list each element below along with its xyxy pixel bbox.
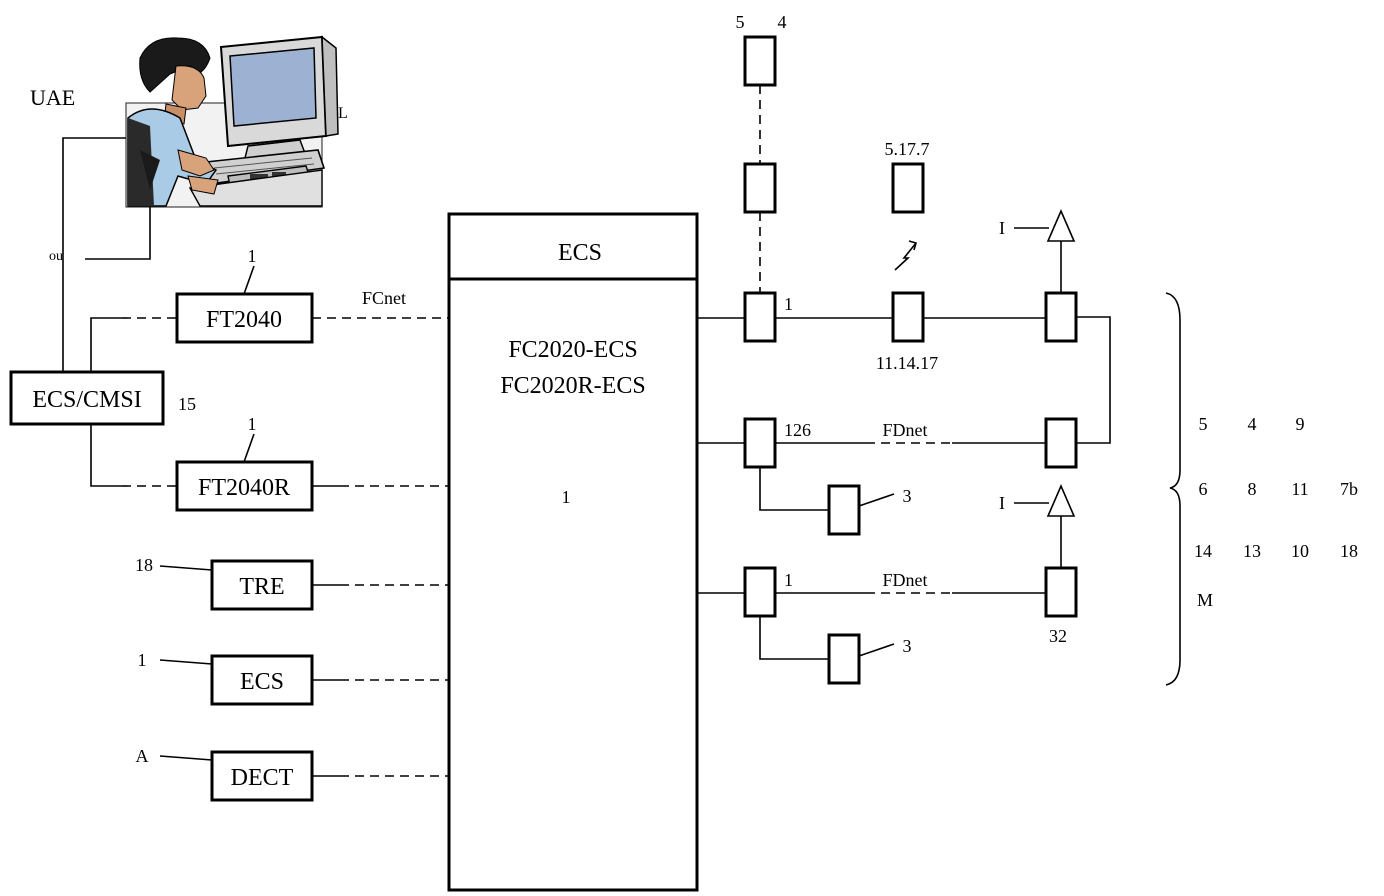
loop1-mid-label: 11.14.17 — [876, 353, 938, 373]
ecs-small-label: ECS — [240, 669, 284, 695]
loop2-aux-leader — [858, 493, 895, 507]
top-number-4: 4 — [778, 12, 787, 32]
right-brace — [1165, 292, 1181, 686]
ft2040-number: 1 — [248, 246, 257, 266]
ecs-cmsi-number: 15 — [178, 394, 196, 414]
fcnet-label: FCnet — [362, 288, 406, 308]
loop3-device-end — [1044, 566, 1078, 618]
dect-number: A — [136, 746, 149, 766]
top-detector — [743, 35, 777, 87]
radio-signal-icon — [894, 240, 917, 271]
top-number-5: 5 — [736, 12, 745, 32]
loop3-number: 1 — [784, 570, 793, 590]
loop3-aux-device — [827, 633, 861, 685]
upper-siren-icon — [1046, 208, 1076, 242]
ecs-central-panel — [447, 212, 699, 892]
ft2040-number-leader — [243, 265, 255, 295]
tre-number: 18 — [135, 555, 153, 575]
operator-workstation-illustration — [125, 35, 339, 208]
tre-label: TRE — [239, 574, 284, 600]
loop3-fdnet-label: FDnet — [883, 570, 928, 590]
upper-siren-label: I — [999, 218, 1005, 238]
ecs-small-box — [210, 654, 314, 706]
ft2040-label: FT2040 — [206, 307, 282, 333]
legend-item: 14 — [1194, 541, 1212, 561]
lower-siren-label: I — [999, 493, 1005, 513]
legend-item: 11 — [1291, 479, 1308, 499]
legend-item: 13 — [1243, 541, 1261, 561]
operator-person-icon — [127, 37, 219, 207]
loop1-device-end — [1044, 291, 1078, 343]
loop3-aux-number: 3 — [903, 636, 912, 656]
loop3-aux-leader — [858, 643, 895, 657]
legend-item: M — [1197, 590, 1213, 610]
ecs-small-number-leader — [159, 659, 213, 665]
ecs-cmsi-label: ECS/CMSI — [32, 387, 141, 413]
legend-item: 8 — [1248, 479, 1257, 499]
fc2020r-ecs-label: FC2020R-ECS — [500, 373, 645, 399]
loop2-branch — [759, 467, 829, 511]
loop2-aux-number: 3 — [903, 486, 912, 506]
legend-item: 18 — [1340, 541, 1358, 561]
tre-number-leader — [159, 565, 213, 571]
ecs-cmsi-box — [9, 370, 165, 426]
cmsi-to-ft2040r-solid — [90, 424, 122, 487]
cmsi-to-ft2040-solid — [90, 317, 122, 372]
loop2-device-end — [1044, 417, 1078, 469]
ft2040r-number: 1 — [248, 414, 257, 434]
tre-box — [210, 559, 314, 611]
loop2-aux-device — [827, 484, 861, 536]
loop1-device-1 — [743, 291, 777, 343]
loop1-number: 1 — [784, 294, 793, 314]
loop3-device-1 — [743, 566, 777, 618]
radio-device-label: 5.17.7 — [885, 139, 930, 159]
ecs-small-number: 1 — [138, 650, 147, 670]
ecs-header-label: ECS — [558, 240, 602, 266]
ft2040-box — [175, 292, 314, 344]
loop2-fdnet-label: FDnet — [883, 420, 928, 440]
loop2-number: 126 — [784, 420, 811, 440]
workstation-link-left — [62, 137, 126, 372]
ft2040r-label: FT2040R — [198, 475, 290, 501]
legend-item: 9 — [1296, 414, 1305, 434]
ft2040r-number-leader — [243, 433, 255, 463]
legend-item: 10 — [1291, 541, 1309, 561]
legend-item: 5 — [1199, 414, 1208, 434]
loop1-device-mid — [891, 291, 925, 343]
lower-siren-icon — [1046, 483, 1076, 517]
dect-box — [210, 750, 314, 802]
legend-numbers: 5 4 9 6 8 11 7b 14 13 10 18 M — [1194, 414, 1358, 610]
workstation-link-right — [85, 207, 151, 260]
legend-item: 6 — [1199, 479, 1208, 499]
fc2020-ecs-label: FC2020-ECS — [508, 337, 637, 363]
radio-device — [891, 162, 925, 214]
dect-label: DECT — [231, 765, 294, 791]
loop3-end-number: 32 — [1049, 626, 1067, 646]
legend-item: 4 — [1248, 414, 1257, 434]
mid-detector — [743, 162, 777, 214]
ft2040r-box — [175, 460, 314, 512]
loop3-branch — [759, 616, 829, 660]
loop-closing-line — [1076, 316, 1111, 444]
dect-number-leader — [159, 755, 213, 761]
legend-item: 7b — [1340, 479, 1358, 499]
central-panel-number: 1 — [562, 487, 571, 507]
loop2-device-1 — [743, 417, 777, 469]
l-label: L — [338, 105, 348, 122]
ou-label: ou — [49, 249, 63, 264]
uae-label: UAE — [30, 85, 75, 110]
